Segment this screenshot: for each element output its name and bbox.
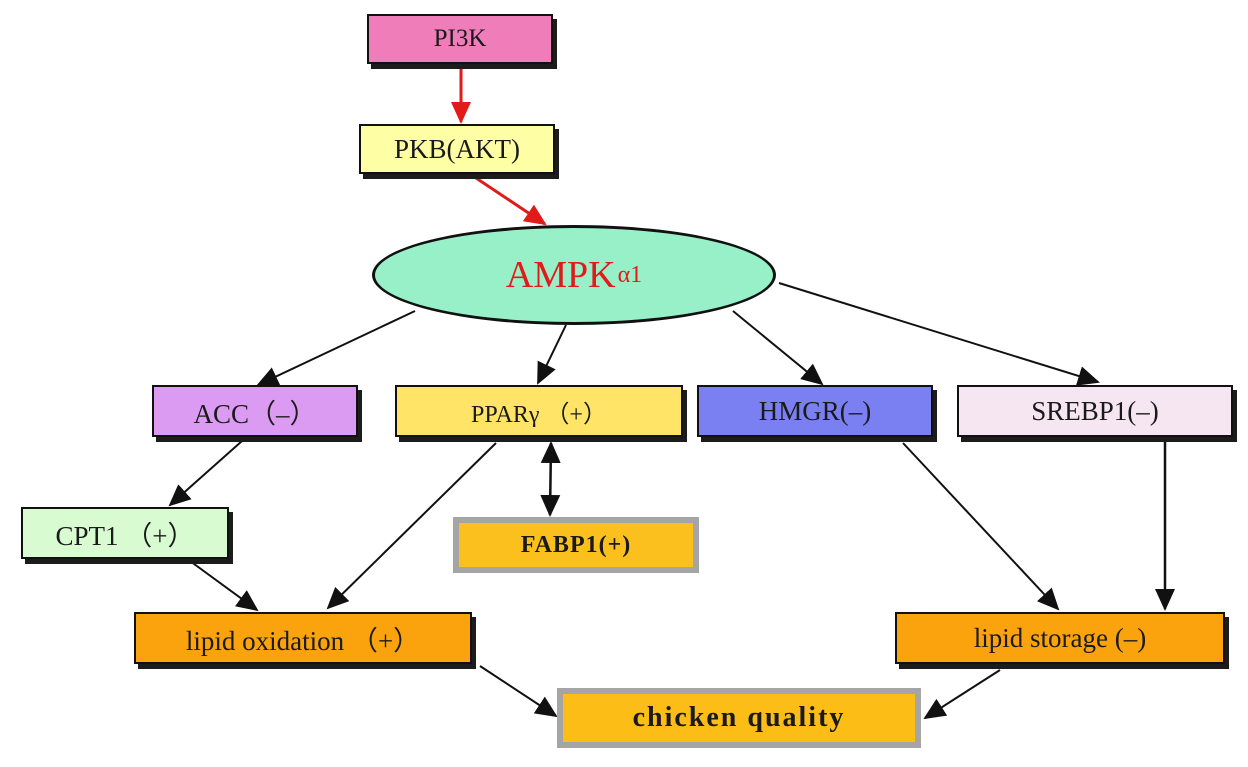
node-hmgr: HMGR(–)	[697, 385, 933, 437]
node-srebp1: SREBP1(–)	[957, 385, 1233, 437]
arrow-acc-to-cpt1	[168, 440, 243, 507]
arrow-lipid-storage-to-chicken-quality	[923, 669, 1001, 720]
arrow-ampk-to-srebp	[778, 282, 1100, 386]
arrow-pkb-to-ampk	[472, 174, 547, 226]
ampk-label: AMPK	[505, 254, 616, 296]
ampk-subunit-label: α1	[617, 261, 643, 288]
node-acc: ACC（–）	[152, 385, 358, 437]
node-pkb-akt: PKB(AKT)	[359, 124, 555, 174]
node-chicken-quality: chicken quality	[557, 688, 921, 748]
node-fabp1: FABP1(+)	[453, 517, 699, 573]
arrow-hmgr-to-lipid-storage	[902, 442, 1060, 611]
node-ppar-gamma: PPARγ （+）	[395, 385, 683, 437]
node-pi3k: PI3K	[367, 14, 553, 64]
arrow-ppar-fabp-bidirectional	[540, 441, 561, 517]
arrow-ppar-to-lipid-oxidation	[326, 442, 497, 610]
arrow-cpt1-to-lipid-oxidation	[189, 560, 259, 612]
arrow-ampk-to-ppar	[537, 324, 567, 385]
arrow-ampk-to-acc	[256, 310, 416, 386]
node-lipid-oxidation: lipid oxidation （+）	[134, 612, 472, 664]
arrow-ampk-to-hmgr	[732, 310, 824, 386]
arrow-lipid-oxidation-to-chicken-quality	[479, 665, 558, 718]
node-cpt1: CPT1 （+）	[21, 507, 229, 559]
node-lipid-storage: lipid storage (–)	[895, 612, 1225, 664]
